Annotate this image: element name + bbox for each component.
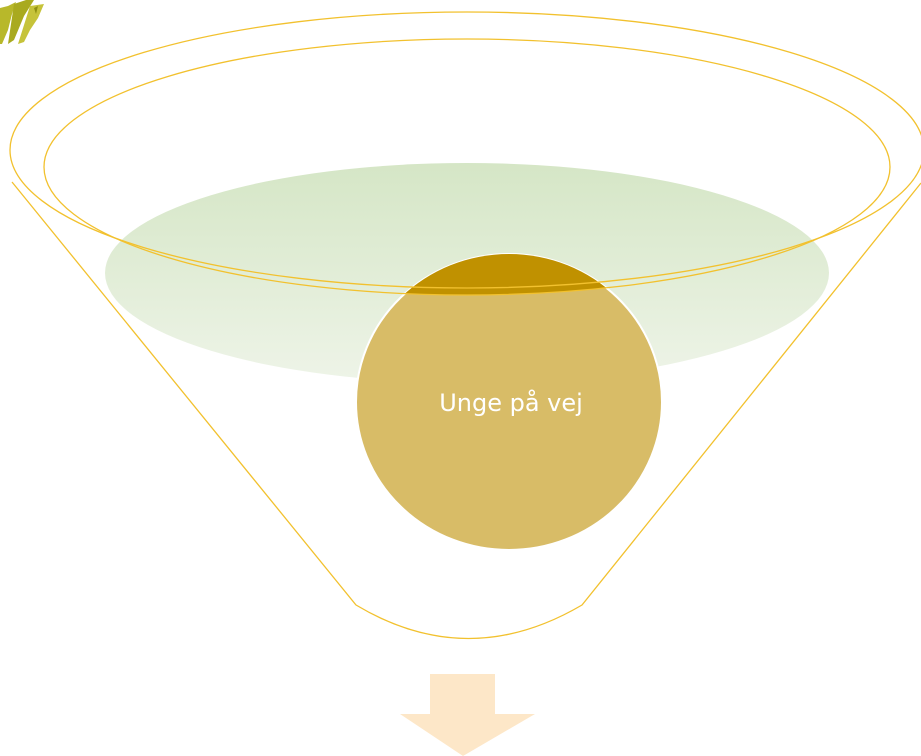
funnel-body	[11, 181, 921, 640]
funnel-inner-rim	[43, 38, 891, 296]
funnel-outline	[9, 11, 921, 640]
yellow-grass-leaf-icon	[0, 0, 44, 44]
funnel-outer-rim	[9, 11, 921, 289]
center-label: Unge på vej	[439, 388, 583, 417]
down-arrow-icon	[400, 674, 535, 756]
